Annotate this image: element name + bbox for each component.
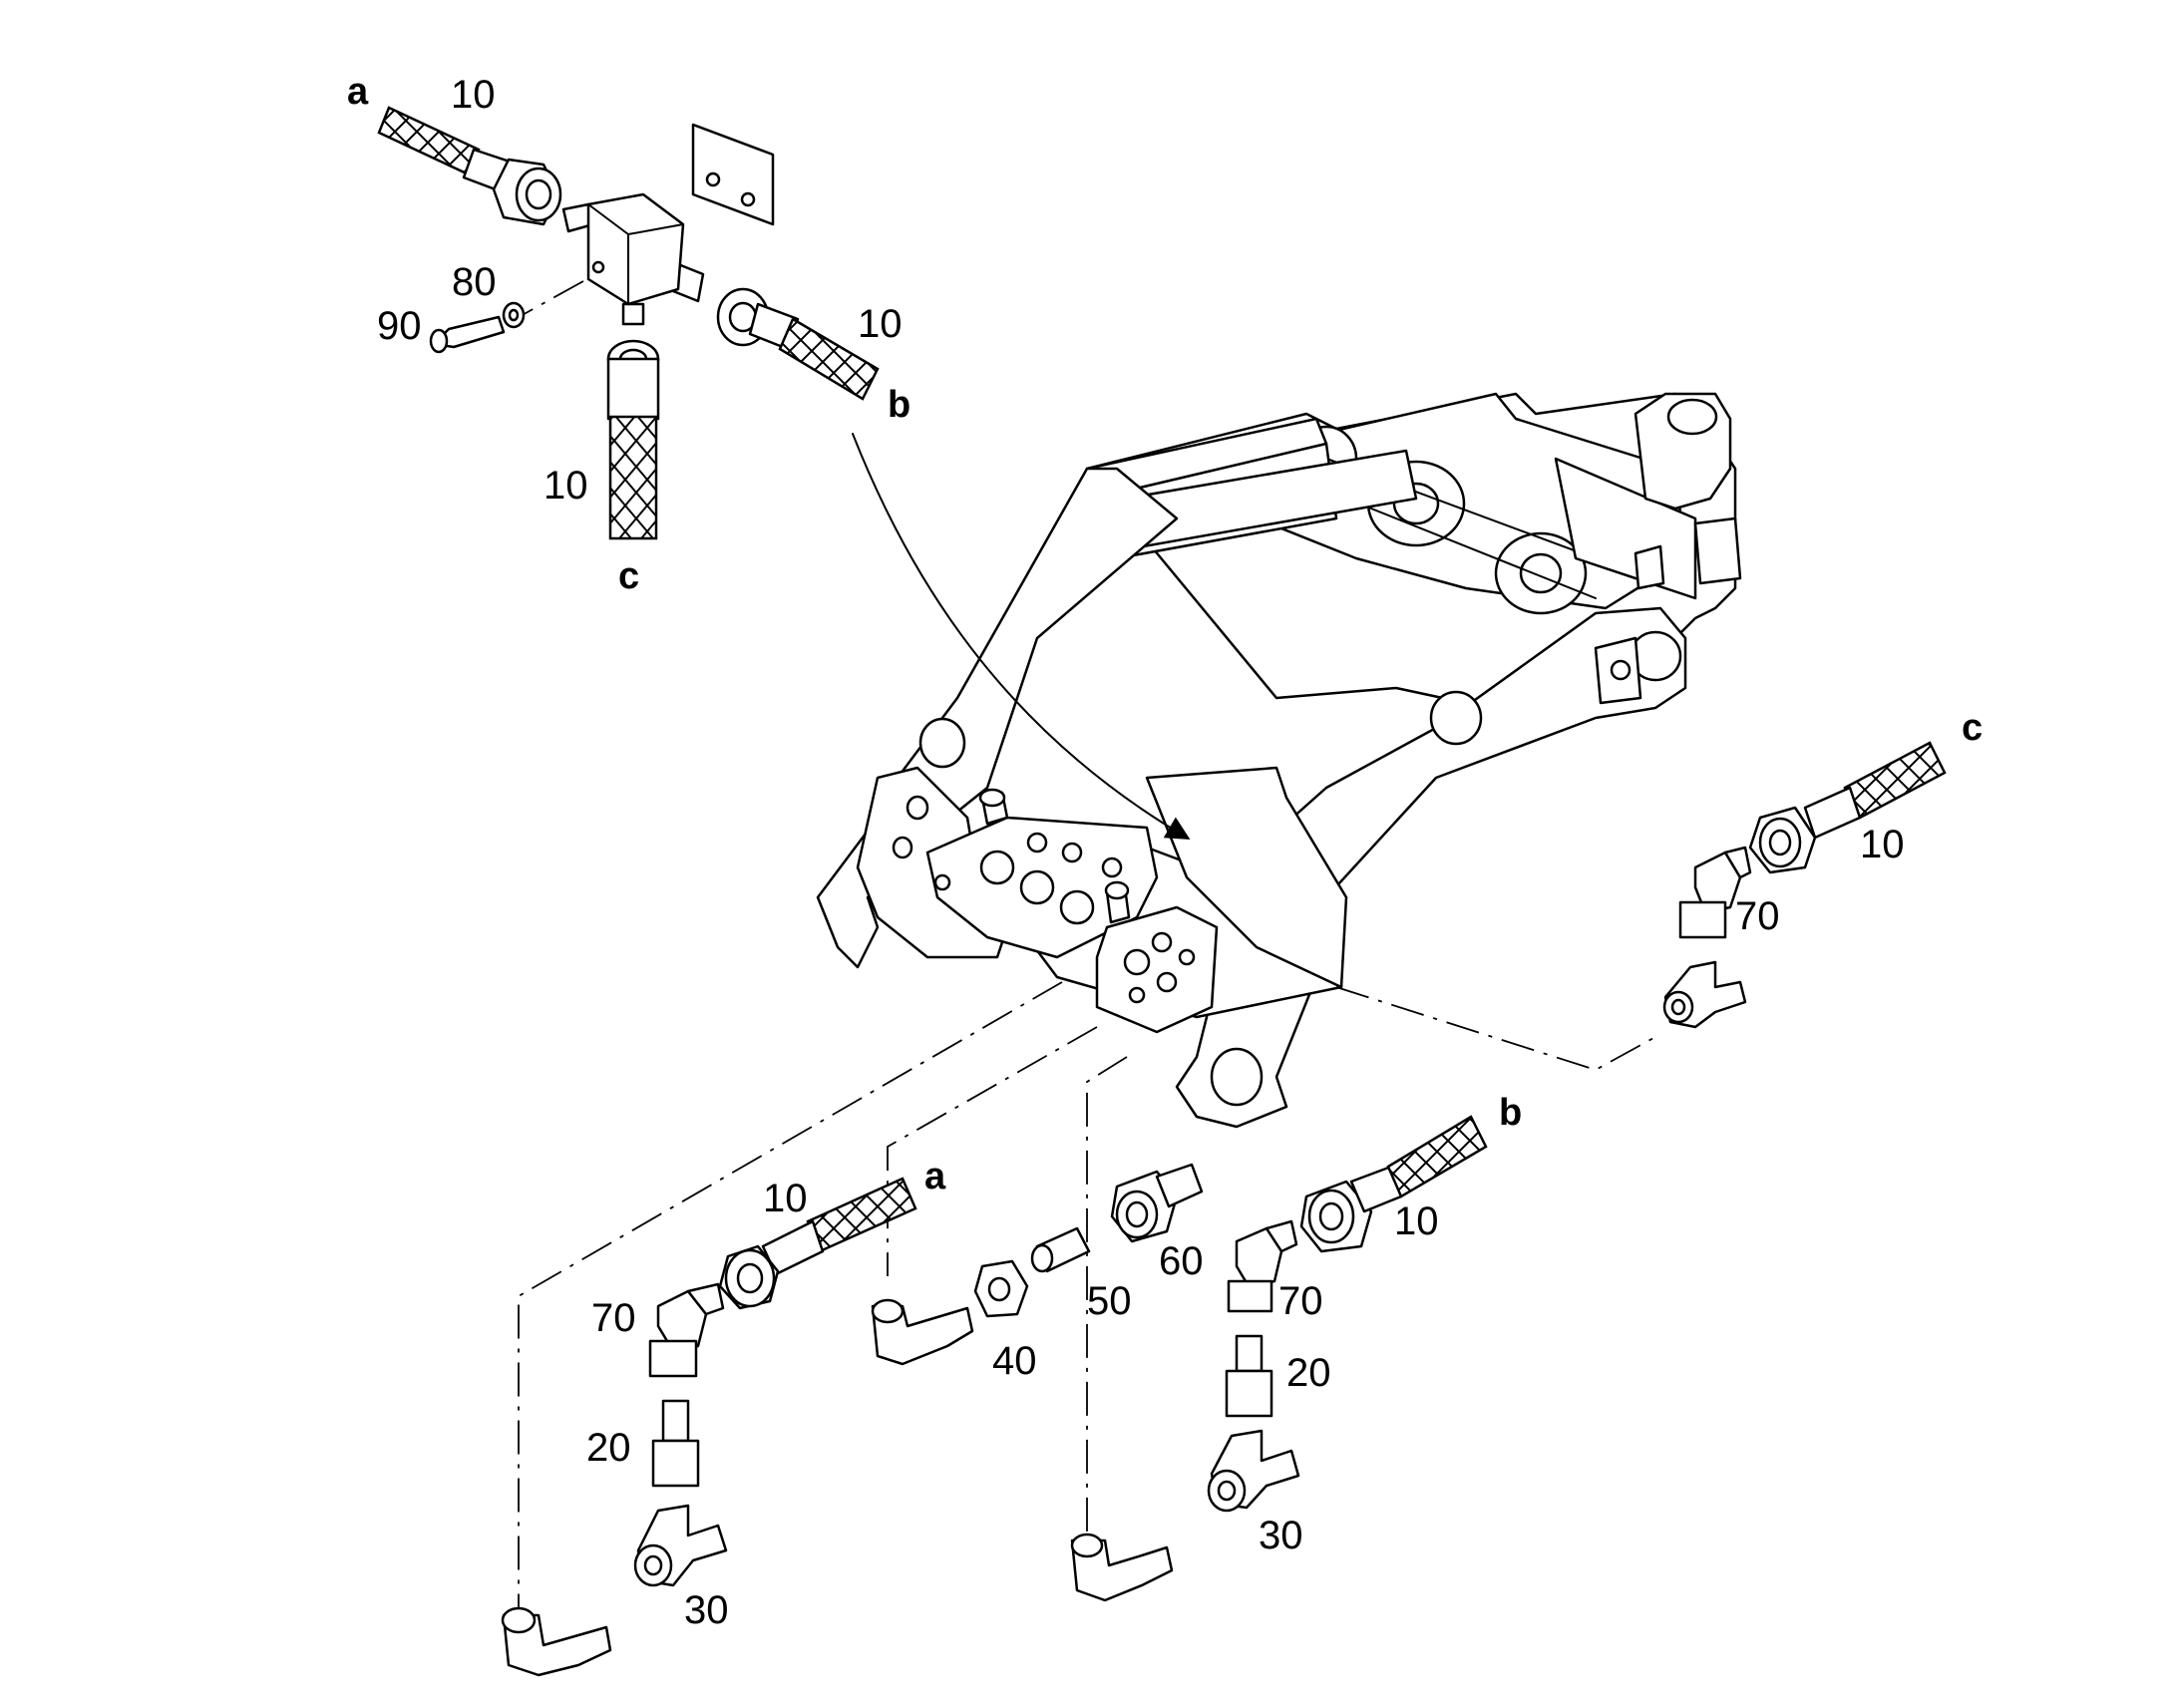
- label-bulkhead-60: 60: [1159, 1239, 1204, 1283]
- hose-b-top: [716, 287, 880, 401]
- label-nut-40: 40: [992, 1339, 1037, 1383]
- hose-c-top: [606, 339, 660, 540]
- washer-80: [502, 301, 526, 329]
- label-mid-union-20: 20: [1286, 1351, 1331, 1395]
- label-top-b: b: [888, 384, 910, 426]
- bottom-left-group: [501, 1177, 917, 1677]
- bottom-middle-group: [871, 1115, 1488, 1602]
- label-mid-elbow-70: 70: [1278, 1279, 1323, 1323]
- right-lower-hole: [1210, 1047, 1264, 1107]
- label-top-hose-b: 10: [858, 302, 903, 346]
- union-20-mid: [1235, 1334, 1264, 1373]
- label-mid-tee-30: 30: [1259, 1514, 1303, 1557]
- label-washer-80: 80: [452, 260, 497, 304]
- label-right-elbow-70: 70: [1735, 894, 1780, 938]
- coupler-frame: [816, 392, 1742, 1129]
- label-bottom-hose-b: 10: [1394, 1199, 1439, 1243]
- label-top-c: c: [618, 555, 639, 597]
- hose-a-top: [377, 106, 562, 226]
- bottom-channel: [1145, 766, 1348, 989]
- leader-lines: [518, 280, 1656, 1625]
- label-nipple-50: 50: [1087, 1279, 1132, 1323]
- label-top-hose-c: 10: [544, 464, 588, 508]
- label-bottom-b: b: [1499, 1092, 1522, 1134]
- right-group: [1662, 741, 1947, 1029]
- label-top-hose-a: 10: [451, 73, 496, 117]
- label-right-hose-c: 10: [1860, 823, 1905, 866]
- label-left-tee-30: 30: [684, 1588, 729, 1632]
- left-pin-hole: [918, 717, 966, 769]
- gasket-plate: [691, 123, 775, 226]
- right-plate-hole: [1429, 690, 1483, 746]
- label-bottom-hose-a: 10: [763, 1177, 808, 1220]
- port-elbow-left: [502, 1613, 612, 1677]
- union-20-left: [661, 1399, 690, 1443]
- tee-block: [586, 192, 685, 306]
- label-top-a: a: [347, 71, 369, 113]
- screw-90: [429, 315, 506, 354]
- label-right-c: c: [1962, 707, 1983, 749]
- labels: a 10 10 b 80 90 10 c c 10 70 10 a 70 20 …: [347, 71, 1983, 1632]
- label-screw-90: 90: [377, 304, 422, 348]
- label-bottom-a: a: [924, 1156, 946, 1197]
- pointer-arrow: [852, 433, 1191, 841]
- label-left-union-20: 20: [586, 1426, 631, 1470]
- port-elbow-mid: [1070, 1538, 1174, 1602]
- port-block: [1095, 905, 1219, 1034]
- top-assembly: [377, 106, 880, 540]
- label-left-elbow-70: 70: [591, 1296, 636, 1340]
